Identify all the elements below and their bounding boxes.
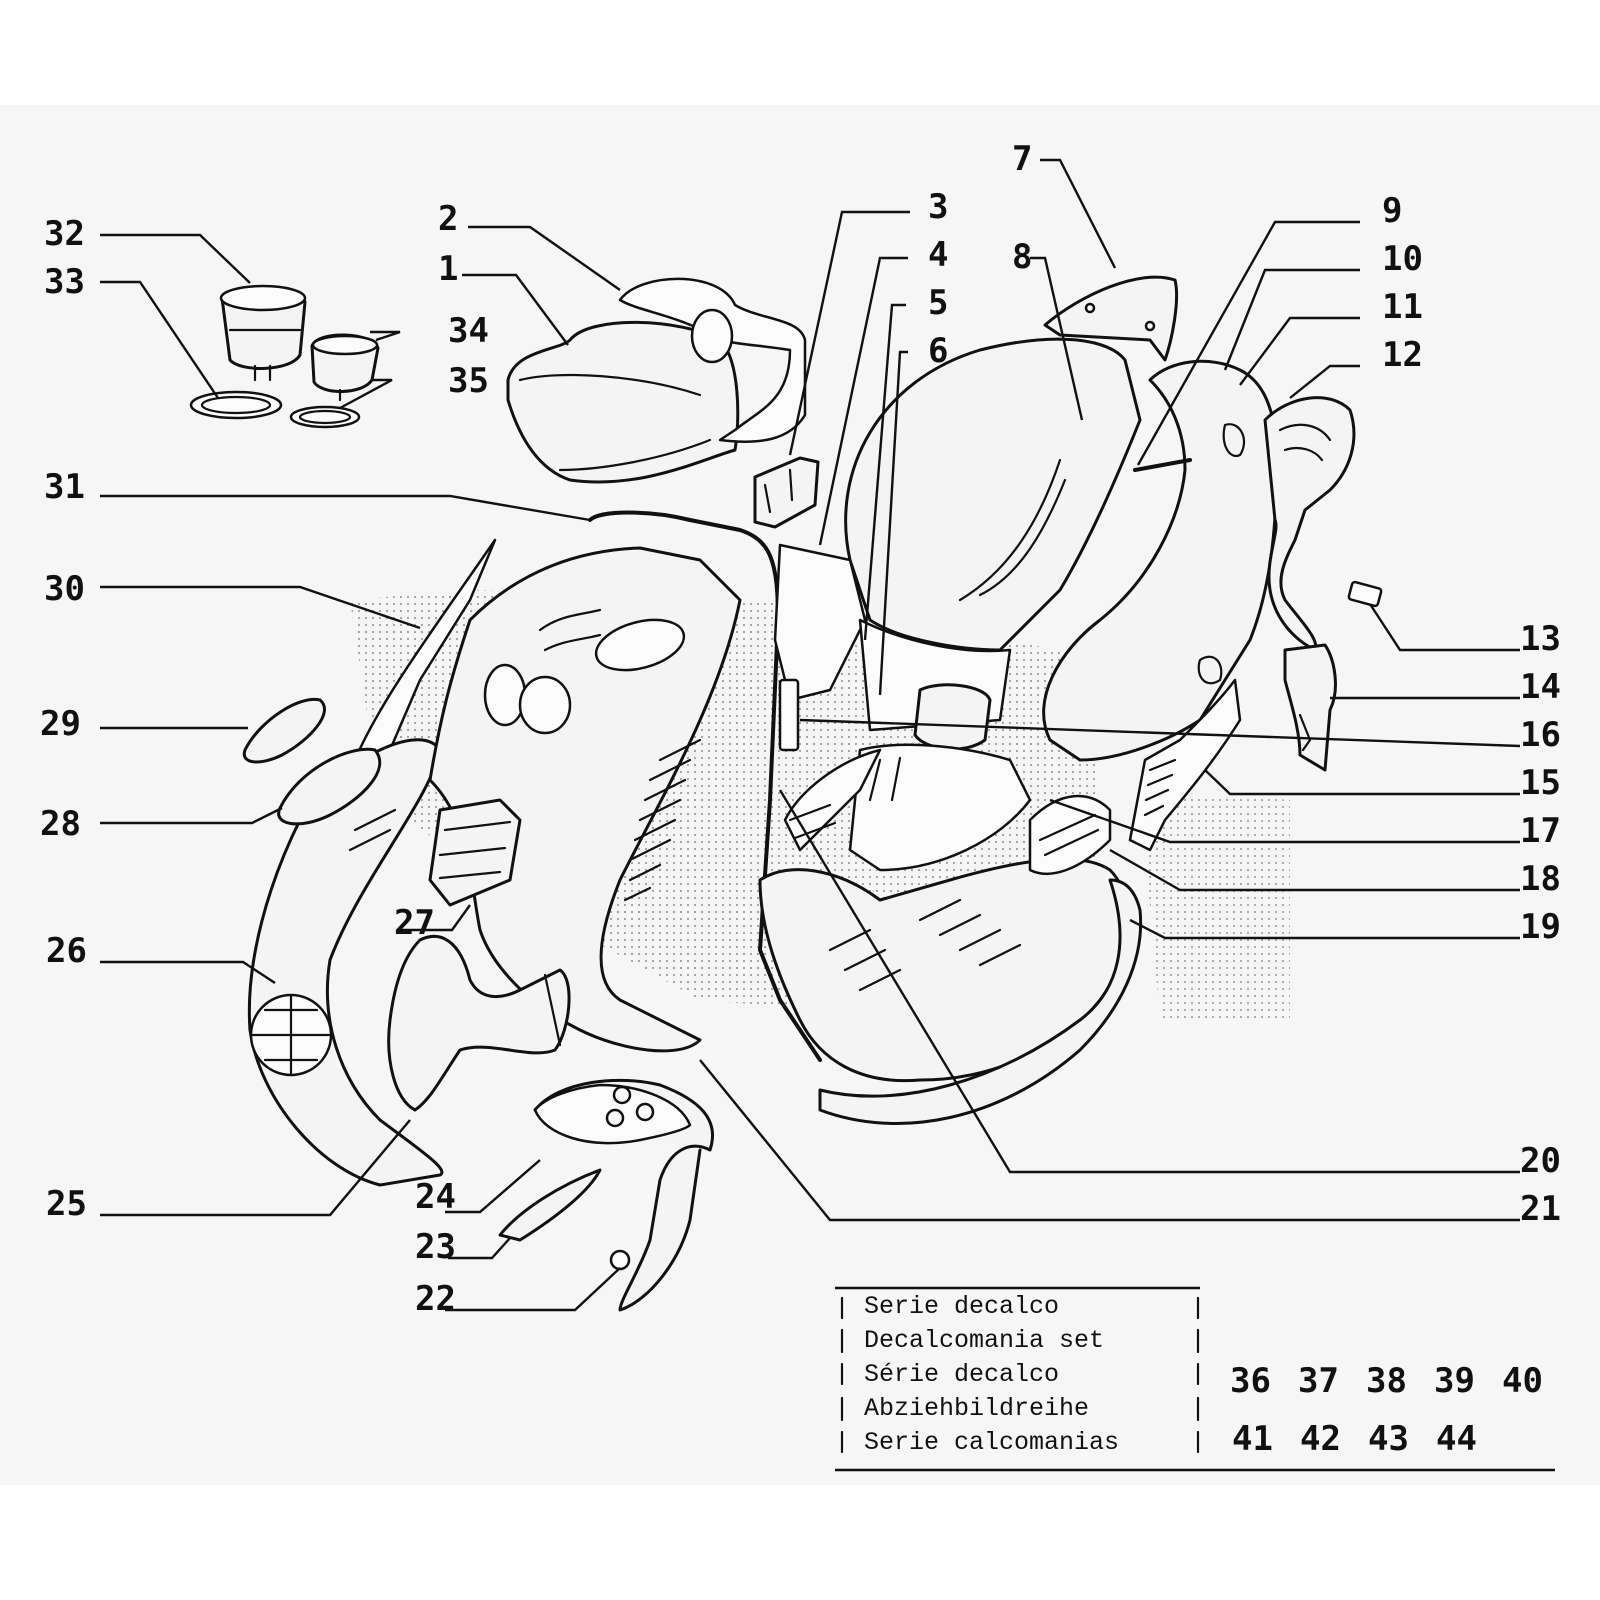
- small-light-34: [310, 333, 380, 402]
- label-2: 2: [438, 199, 458, 239]
- vent-27: [428, 798, 522, 907]
- inner-panel-17: [848, 743, 1032, 872]
- label-18: 18: [1520, 859, 1561, 899]
- label-5: 5: [928, 283, 948, 323]
- rear-cover-7: [1043, 275, 1179, 362]
- nut-22: [609, 1249, 631, 1271]
- decal-legend: Serie decalco Decalcomania set Série dec…: [835, 1286, 1555, 1472]
- label-20: 20: [1520, 1141, 1561, 1181]
- label-32: 32: [44, 214, 85, 254]
- label-29: 29: [40, 704, 81, 744]
- label-6: 6: [928, 331, 948, 371]
- label-26: 26: [46, 931, 87, 971]
- label-31: 31: [44, 467, 85, 507]
- decal-number: 44: [1436, 1419, 1477, 1459]
- indicator-29: [242, 697, 326, 764]
- front-mudguard-25: [387, 934, 571, 1112]
- label-9: 9: [1382, 191, 1402, 231]
- decal-number: 40: [1502, 1361, 1543, 1401]
- floor-mat-18: [1028, 794, 1112, 875]
- label-12: 12: [1382, 335, 1423, 375]
- legend-line-3: Série decalco: [864, 1360, 1059, 1389]
- grille-23: [498, 1168, 602, 1242]
- headlight-unit-32: [219, 284, 307, 382]
- legend-line-5: Serie calcomanias: [864, 1428, 1119, 1457]
- label-21: 21: [1520, 1189, 1561, 1229]
- label-4: 4: [928, 235, 948, 275]
- right-rail-15: [1128, 678, 1242, 852]
- label-3: 3: [928, 187, 948, 227]
- side-panel-10: [1042, 359, 1278, 762]
- decal-number: 38: [1366, 1361, 1407, 1401]
- label-10: 10: [1382, 239, 1423, 279]
- plate-13: [1347, 580, 1383, 608]
- label-34: 34: [448, 311, 489, 351]
- label-1: 1: [438, 249, 458, 289]
- decal-number: 43: [1368, 1419, 1409, 1459]
- label-23: 23: [415, 1227, 456, 1267]
- seat-8: [844, 337, 1142, 652]
- decal-number: 36: [1230, 1361, 1271, 1401]
- trim-strip-30: [353, 538, 497, 762]
- label-13: 13: [1520, 619, 1561, 659]
- side-rail-19: [818, 878, 1143, 1125]
- rod-9: [1133, 458, 1192, 472]
- label-28: 28: [40, 804, 81, 844]
- label-27: 27: [394, 903, 435, 943]
- frame-cover-4: [773, 543, 867, 752]
- floor-panel-20: [783, 748, 882, 852]
- label-15: 15: [1520, 763, 1561, 803]
- decal-number: 37: [1298, 1361, 1339, 1401]
- clip-3: [753, 456, 820, 529]
- label-24: 24: [415, 1177, 456, 1217]
- legend-line-1: Serie decalco: [864, 1292, 1059, 1321]
- label-22: 22: [415, 1279, 456, 1319]
- indicator-28: [277, 747, 382, 826]
- handlebar-cover-1: [506, 320, 740, 484]
- label-30: 30: [44, 569, 85, 609]
- leader-lines: [100, 158, 1521, 1312]
- label-17: 17: [1520, 811, 1561, 851]
- label-14: 14: [1520, 667, 1561, 707]
- label-8: 8: [1012, 237, 1032, 277]
- legend-line-2: Decalcomania set: [864, 1326, 1104, 1355]
- label-19: 19: [1520, 907, 1561, 947]
- label-11: 11: [1382, 287, 1423, 327]
- label-25: 25: [46, 1184, 87, 1224]
- label-35: 35: [448, 361, 489, 401]
- label-33: 33: [44, 262, 85, 302]
- decal-number: 42: [1300, 1419, 1341, 1459]
- decal-number: 41: [1232, 1419, 1273, 1459]
- center-cover-5: [858, 618, 1012, 751]
- rear-handle-12: [1263, 396, 1356, 652]
- label-16: 16: [1520, 715, 1561, 755]
- label-7: 7: [1012, 139, 1032, 179]
- part-number-labels: 32 33 34 35 2 1 3 4 5 6 7 8 9 10 11 12 1…: [40, 139, 1561, 1319]
- mudflap-14: [1283, 643, 1337, 772]
- decal-number: 39: [1434, 1361, 1475, 1401]
- handlebar-rear-cover-2: [618, 277, 807, 443]
- lower-fender-24: [533, 1078, 715, 1312]
- legend-line-4: Abziehbildreihe: [864, 1394, 1089, 1423]
